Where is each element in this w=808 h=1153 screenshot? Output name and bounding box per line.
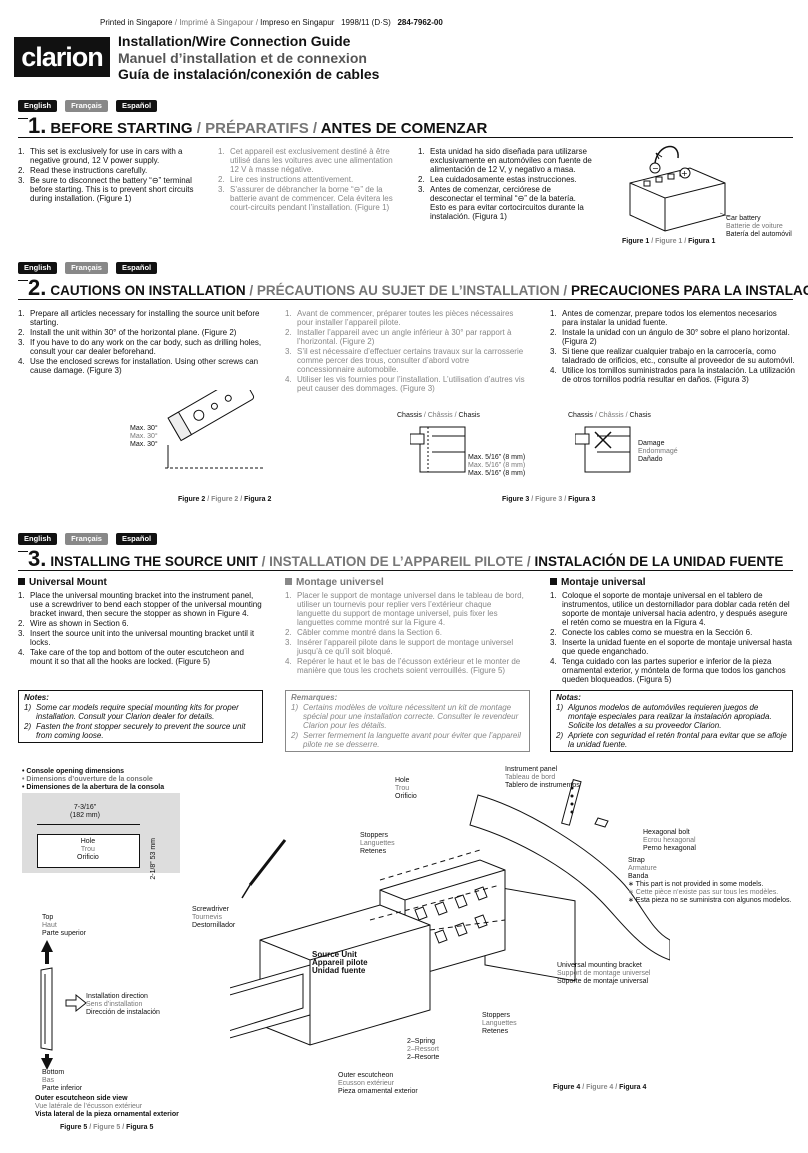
- tab-espanol: Español: [115, 100, 158, 112]
- notes-french: Remarques: 1)Certains modèles de voiture…: [285, 690, 530, 752]
- tab-francais: Français: [65, 533, 108, 545]
- tab-espanol: Español: [115, 262, 158, 274]
- notes-spanish: Notas: 1)Algunos modelos de automóviles …: [550, 690, 793, 752]
- height-dimension: 2-1/8” 53 mm: [150, 838, 157, 880]
- s3-subhead-en: Universal Mount: [18, 577, 107, 588]
- chassis-label-1: Chassis / Châssis / Chasis: [397, 412, 480, 419]
- max-angle-label: Max. 30°Max. 30°Max. 30°: [130, 425, 158, 448]
- tab-francais: Français: [65, 262, 108, 274]
- chassis-label-2: Chassis / Châssis / Chasis: [568, 412, 651, 419]
- doc-code: 284-7962-00: [397, 18, 443, 27]
- figure-3-caption: Figure 3 / Figure 3 / Figura 3: [502, 496, 596, 503]
- s1-french: 1.Cet appareil est exclusivement destiné…: [218, 147, 393, 212]
- s1-spanish: 1.Esta unidad ha sido diseñada para util…: [418, 147, 592, 221]
- title-es: Guía de instalación/conexión de cables: [118, 66, 380, 82]
- figure-4-caption: Figure 4 / Figure 4 / Figura 4: [553, 1084, 647, 1091]
- s3-subhead-es: Montaje universal: [550, 577, 645, 588]
- section-rule: [18, 137, 793, 138]
- tab-espanol: Español: [115, 533, 158, 545]
- s3-subhead-fr: Montage universel: [285, 577, 384, 588]
- s1-english: 1.This set is exclusively for use in car…: [18, 147, 194, 203]
- language-tabs: English Français Español: [18, 100, 158, 112]
- console-dimensions-title: • Console opening dimensions• Dimensions…: [22, 768, 165, 791]
- title-fr: Manuel d’installation et de connexion: [118, 50, 367, 66]
- figure-4-illustration: [230, 779, 670, 1046]
- svg-text:−: −: [652, 164, 659, 173]
- section-rule: [18, 280, 28, 281]
- s3-spanish: 1.Coloque el soporte de montaje universa…: [550, 591, 792, 684]
- printed-en: Printed in Singapore: [100, 18, 173, 27]
- section-2-heading: 2.CAUTIONS ON INSTALLATION / PRÉCAUTIONS…: [28, 275, 808, 300]
- escutcheon-side-view: [40, 940, 87, 1070]
- tab-english: English: [18, 533, 58, 545]
- language-tabs: English Français Español: [18, 262, 158, 274]
- figure-1-caption: Figure 1 / Figure 1 / Figura 1: [622, 238, 716, 245]
- screw-length-illustration: [410, 426, 466, 473]
- title-en: Installation/Wire Connection Guide: [118, 33, 351, 49]
- tab-english: English: [18, 100, 58, 112]
- s3-french: 1.Placer le support de montage universel…: [285, 591, 524, 675]
- s2-french: 1.Avant de commencer, préparer toutes le…: [285, 309, 525, 393]
- clarion-logo: clarion: [14, 37, 110, 77]
- screw-length-label: Max. 5/16” (8 mm)Max. 5/16” (8 mm)Max. 5…: [468, 454, 526, 477]
- section-3-heading: 3.INSTALLING THE SOURCE UNIT / INSTALLAT…: [28, 546, 784, 571]
- section-rule: [18, 570, 793, 571]
- s2-spanish: 1.Antes de comenzar, prepare todos los e…: [550, 309, 795, 384]
- width-dimension: 7-3/16”(182 mm): [70, 804, 100, 819]
- angle-illustration: [165, 390, 265, 469]
- not-provided-note: ∗ This part is not provided in some mode…: [628, 881, 792, 904]
- s3-english: 1.Place the universal mounting bracket i…: [18, 591, 262, 666]
- damage-illustration: [575, 426, 631, 473]
- s2-english: 1.Prepare all articles necessary for ins…: [18, 309, 262, 375]
- section-rule: [18, 551, 28, 552]
- printed-fr: Imprimé à Singapour: [179, 18, 254, 27]
- section-1-heading: 1.BEFORE STARTING / PRÉPARATIFS / ANTES …: [28, 113, 488, 138]
- language-tabs: English Français Español: [18, 533, 158, 545]
- battery-illustration: − +: [629, 145, 731, 232]
- section-rule: [18, 118, 28, 119]
- console-opening: [37, 834, 140, 868]
- svg-text:+: +: [681, 169, 688, 178]
- figure-5-caption: Figure 5 / Figure 5 / Figura 5: [60, 1124, 154, 1131]
- print-info: Printed in Singapore / Imprimé à Singapo…: [100, 18, 443, 27]
- figure-2-caption: Figure 2 / Figure 2 / Figura 2: [178, 496, 272, 503]
- section-rule: [18, 299, 793, 300]
- tab-english: English: [18, 262, 58, 274]
- notes-english: Notes: 1)Some car models require special…: [18, 690, 263, 743]
- printed-es: Impreso en Singapur: [260, 18, 335, 27]
- width-arrow: [37, 824, 140, 825]
- tab-francais: Français: [65, 100, 108, 112]
- print-date: 1998/11 (D·S): [341, 18, 391, 27]
